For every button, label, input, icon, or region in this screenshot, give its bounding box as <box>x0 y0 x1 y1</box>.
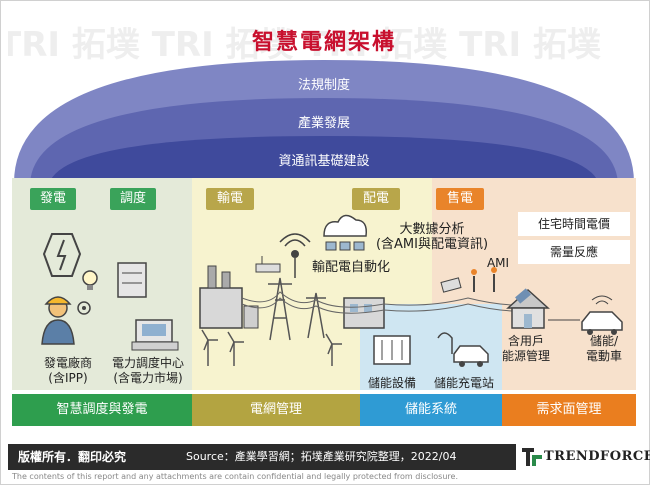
diagram-title: 智慧電網架構 <box>251 29 396 55</box>
label-charging-station: 儲能充電站 <box>433 376 494 390</box>
tag-transmission: 輸電 <box>206 188 254 210</box>
battery-storage-icon <box>373 335 411 365</box>
label-home-energy-management-text: 含用戶 能源管理 <box>501 334 550 363</box>
label-storage-ev-text: 儲能/ 電動車 <box>585 334 622 363</box>
layer-ict: 資通訊基礎建設 <box>278 154 370 169</box>
layer-industry: 產業發展 <box>297 116 350 131</box>
bar-smart-dispatch: 智慧調度與發電 <box>12 394 192 426</box>
tag-dispatch: 調度 <box>110 188 156 210</box>
trendforce-logo: TRENDFORCE <box>516 444 650 470</box>
footer-rights: 版權所有．翻印必究 <box>18 450 127 464</box>
footer-source: Source：產業學習網；拓墣產業研究院整理，2022/04 <box>186 450 457 463</box>
tag-distribution: 配電 <box>352 188 400 210</box>
electric-vehicle-icon <box>581 295 623 335</box>
power-plant-icon <box>42 233 82 277</box>
worker-icon <box>41 296 91 345</box>
label-power-producer-text: 發電廠商 (含IPP) <box>43 356 92 385</box>
box-tou-pricing: 住宅時間電價 <box>518 212 630 236</box>
trendforce-logo-text: TRENDFORCE <box>544 449 650 464</box>
control-desk-icon <box>131 319 179 351</box>
label-home-energy-management: 含用戶 能源管理 <box>488 334 564 364</box>
charging-station-icon <box>437 332 489 367</box>
diagram-canvas: TRI 拓墣 TRI 拓墣 TRI 拓墣 TRI 拓墣 智慧電網架構 法規制度 … <box>8 8 640 444</box>
panel-generation <box>12 178 192 390</box>
label-big-data: 大數據分析 (含AMI與配電資訊) <box>364 222 500 252</box>
house-icon <box>506 288 550 329</box>
label-storage-ev: 儲能/ 電動車 <box>574 334 634 364</box>
radio-tower-icon <box>279 233 311 278</box>
footer-bar: 版權所有．翻印必究 Source：產業學習網；拓墣產業研究院整理，2022/04… <box>8 444 650 470</box>
server-rack-icon <box>117 262 147 298</box>
cloud-network-icon <box>323 214 368 251</box>
power-line-icon <box>241 291 539 314</box>
transmission-tower-icon <box>268 277 326 341</box>
box-demand-response: 需量反應 <box>518 240 630 264</box>
tag-generation: 發電 <box>30 188 76 210</box>
wind-turbine-icon <box>201 329 342 366</box>
label-power-producer: 發電廠商 (含IPP) <box>24 356 112 386</box>
label-storage-equipment: 儲能設備 <box>367 376 416 390</box>
grid-illustration <box>41 214 623 367</box>
label-big-data-text: 大數據分析 (含AMI與配電資訊) <box>375 222 489 252</box>
label-dispatch-center: 電力調度中心 (含電力市場) <box>100 356 196 386</box>
substation-icon <box>199 265 259 329</box>
bar-storage-system: 儲能系統 <box>360 394 502 426</box>
layer-regulation: 法規制度 <box>297 78 350 93</box>
lightbulb-icon <box>82 270 98 290</box>
bar-demand-management: 需求面管理 <box>502 394 636 426</box>
disclaimer: The contents of this report and any atta… <box>12 472 458 481</box>
label-dispatch-center-text: 電力調度中心 (含電力市場) <box>111 356 184 385</box>
label-distribution-automation: 輸配電自動化 <box>311 260 390 275</box>
router-icon <box>255 256 281 273</box>
label-ami: AMI <box>486 256 510 270</box>
bar-grid-management: 電網管理 <box>192 394 360 426</box>
smart-meter-icon <box>440 267 497 293</box>
trendforce-logo-icon <box>522 448 542 466</box>
tag-retail: 售電 <box>436 188 484 210</box>
